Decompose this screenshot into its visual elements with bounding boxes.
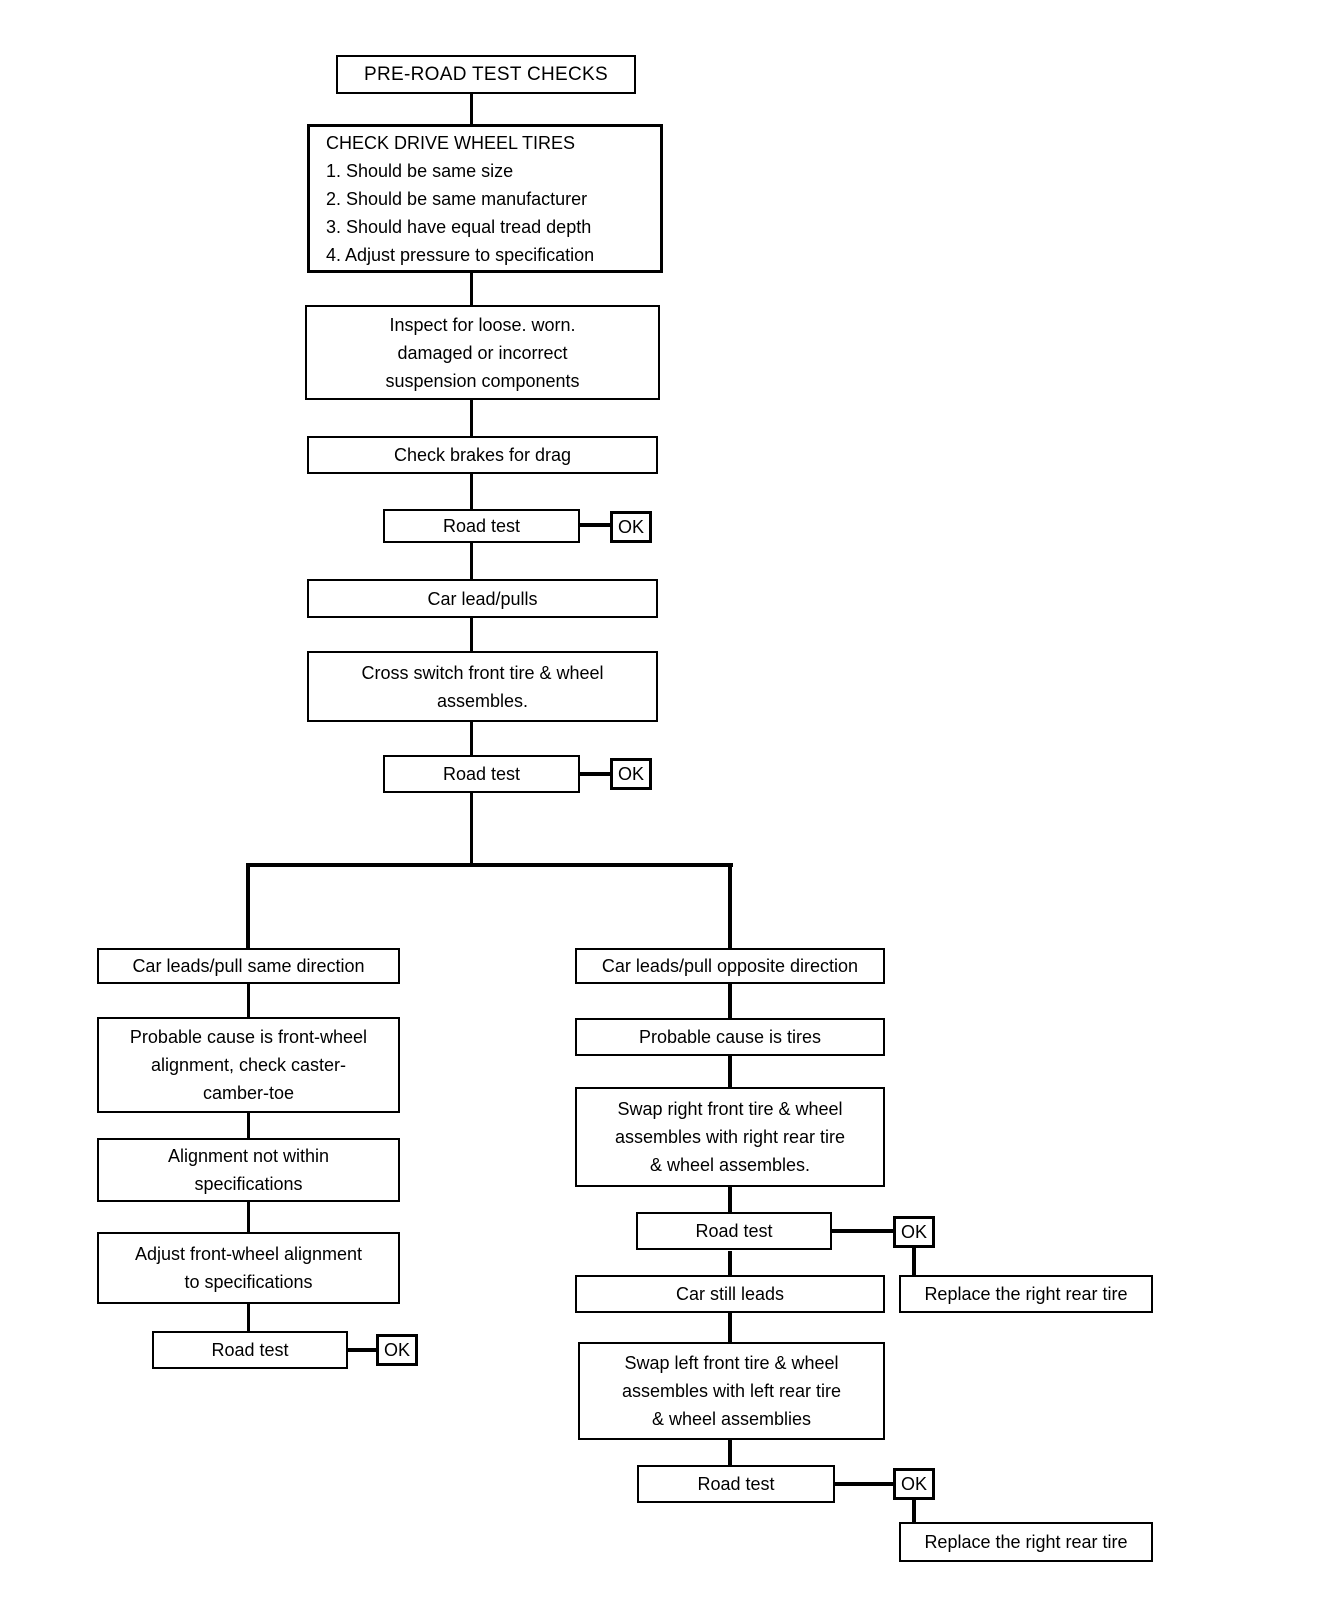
node-title: CHECK DRIVE WHEEL TIRES — [326, 132, 576, 153]
connector — [470, 398, 473, 438]
node-text: Probable cause is tires — [638, 1027, 822, 1047]
node-text: Road test — [697, 1474, 775, 1494]
node-replace-right-rear-tire-1: Replace the right rear tire — [899, 1275, 1153, 1313]
connector — [912, 1246, 916, 1277]
node-road-test-2: Road test — [383, 755, 580, 793]
connector — [470, 791, 473, 867]
node-road-test-1: Road test — [383, 509, 580, 543]
node-car-leads-opposite-direction: Car leads/pull opposite direction — [575, 948, 885, 984]
node-text: Car still leads — [675, 1284, 785, 1304]
node-text: OK — [900, 1474, 927, 1494]
connector — [578, 523, 612, 527]
node-text: OK — [617, 517, 644, 537]
connector — [728, 1251, 732, 1277]
connector — [470, 92, 473, 126]
node-text: Road test — [695, 1221, 773, 1241]
node-ok-4: OK — [893, 1216, 935, 1248]
text-line: suspension components — [385, 370, 580, 391]
connector — [830, 1229, 895, 1233]
node-text: OK — [617, 764, 644, 784]
text-line: alignment, check caster- — [150, 1055, 347, 1075]
connector — [578, 772, 612, 776]
node-ok-3: OK — [376, 1334, 418, 1366]
node-inspect-suspension: Inspect for loose. worn. damaged or inco… — [305, 305, 660, 400]
node-road-test-5: Road test — [637, 1465, 835, 1503]
node-probable-cause-tires: Probable cause is tires — [575, 1018, 885, 1056]
node-text: Car leads/pull same direction — [132, 956, 365, 976]
text-line: specifications — [194, 1174, 303, 1194]
node-ok-1: OK — [610, 511, 652, 543]
connector — [728, 1054, 732, 1089]
text-line: Probable cause is front-wheel — [129, 1027, 368, 1047]
text-line: Inspect for loose. worn. — [389, 314, 576, 335]
node-road-test-4: Road test — [636, 1212, 832, 1250]
node-text: OK — [900, 1222, 927, 1242]
text-line: & wheel assembles. — [649, 1155, 811, 1175]
connector — [728, 863, 732, 950]
node-text: Car leads/pull opposite direction — [601, 956, 859, 976]
connector — [833, 1482, 895, 1486]
node-probable-cause-front-wheel: Probable cause is front-wheel alignment,… — [97, 1017, 400, 1113]
text-line: assembles. — [436, 690, 529, 711]
text-line: assembles with left rear tire — [621, 1381, 842, 1401]
connector — [246, 863, 250, 950]
list-item: 2. Should be same manufacturer — [326, 188, 588, 209]
node-text: PRE-ROAD TEST CHECKS — [364, 63, 608, 85]
connector — [470, 616, 473, 653]
text-line: to specifications — [184, 1272, 313, 1292]
list-item: 4. Adjust pressure to specification — [326, 244, 595, 265]
node-text: Road test — [442, 764, 521, 784]
node-cross-switch: Cross switch front tire & wheel assemble… — [307, 651, 658, 722]
text-line: Cross switch front tire & wheel — [361, 662, 604, 683]
connector — [470, 541, 473, 581]
connector — [247, 1200, 250, 1234]
node-road-test-3: Road test — [152, 1331, 348, 1369]
node-check-drive-wheel-tires: CHECK DRIVE WHEEL TIRES 1. Should be sam… — [307, 124, 663, 273]
connector — [728, 1438, 732, 1467]
connector — [346, 1348, 378, 1352]
connector-branch — [246, 863, 733, 867]
node-text: Check brakes for drag — [393, 445, 572, 465]
node-pre-road-test-checks: PRE-ROAD TEST CHECKS — [336, 55, 636, 94]
node-car-still-leads: Car still leads — [575, 1275, 885, 1313]
connector — [247, 1111, 250, 1140]
text-line: Alignment not within — [167, 1146, 330, 1166]
node-text: Car lead/pulls — [427, 588, 538, 609]
node-swap-right-front: Swap right front tire & wheel assembles … — [575, 1087, 885, 1187]
node-text: OK — [383, 1340, 410, 1360]
connector — [470, 271, 473, 307]
list-item: 3. Should have equal tread depth — [326, 216, 592, 237]
connector — [470, 472, 473, 511]
text-line: damaged or incorrect — [397, 342, 568, 363]
node-text: Replace the right rear tire — [924, 1284, 1128, 1304]
connector — [728, 1311, 732, 1344]
connector — [247, 982, 250, 1019]
node-text: Replace the right rear tire — [924, 1532, 1128, 1552]
text-line: camber-toe — [202, 1083, 295, 1103]
node-check-brakes: Check brakes for drag — [307, 436, 658, 474]
text-line: Adjust front-wheel alignment — [134, 1244, 363, 1264]
connector — [912, 1498, 916, 1524]
connector — [247, 1302, 250, 1333]
node-ok-5: OK — [893, 1468, 935, 1500]
node-alignment-not-within: Alignment not within specifications — [97, 1138, 400, 1202]
node-ok-2: OK — [610, 758, 652, 790]
node-text: Road test — [442, 516, 521, 536]
node-car-lead-pulls: Car lead/pulls — [307, 579, 658, 618]
node-adjust-front-wheel-alignment: Adjust front-wheel alignment to specific… — [97, 1232, 400, 1304]
text-line: & wheel assemblies — [651, 1409, 812, 1429]
text-line: assembles with right rear tire — [614, 1127, 846, 1147]
node-car-leads-same-direction: Car leads/pull same direction — [97, 948, 400, 984]
node-swap-left-front: Swap left front tire & wheel assembles w… — [578, 1342, 885, 1440]
connector — [728, 1185, 732, 1214]
list-item: 1. Should be same size — [326, 160, 514, 181]
node-text: Road test — [211, 1340, 289, 1360]
connector — [470, 720, 473, 757]
node-replace-right-rear-tire-2: Replace the right rear tire — [899, 1522, 1153, 1562]
text-line: Swap right front tire & wheel — [617, 1099, 843, 1119]
text-line: Swap left front tire & wheel — [624, 1353, 839, 1373]
connector — [728, 982, 732, 1020]
